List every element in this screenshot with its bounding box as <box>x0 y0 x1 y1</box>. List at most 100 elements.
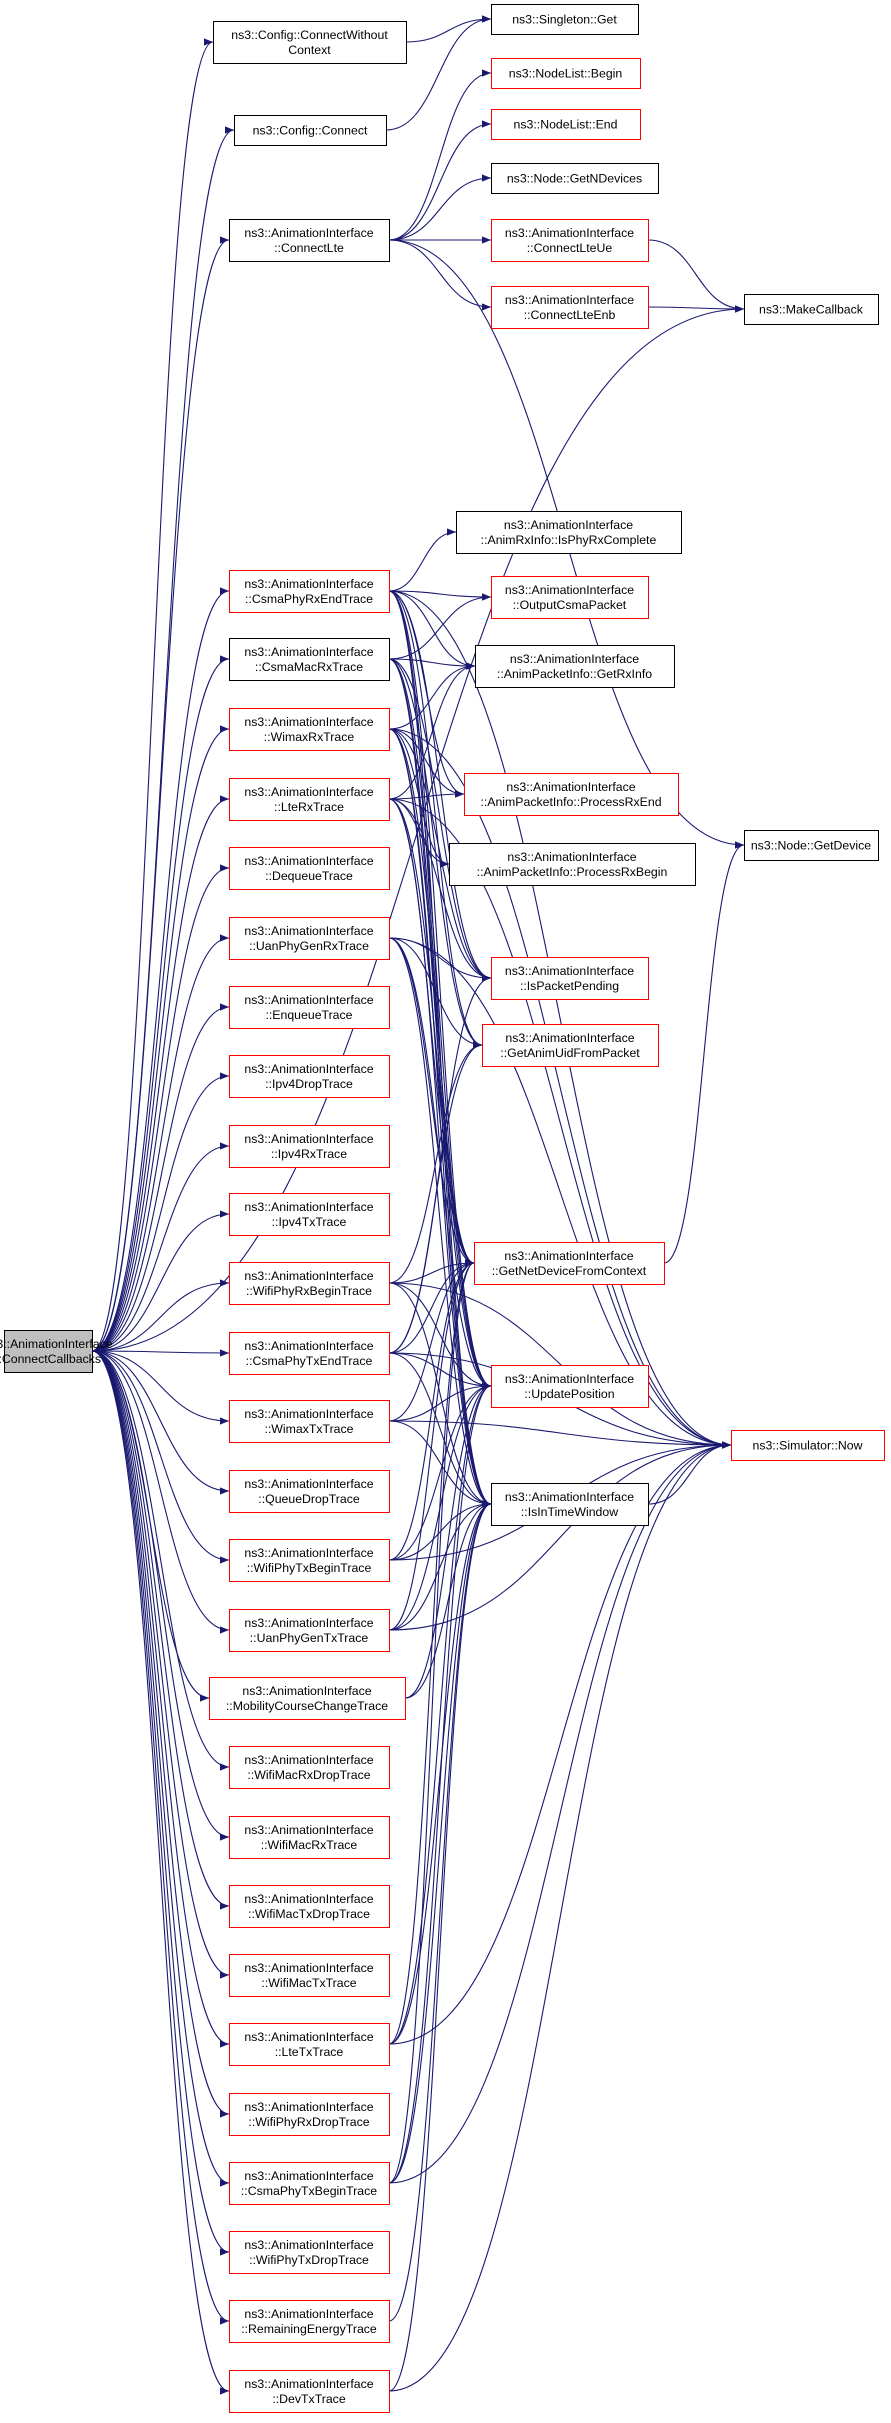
node-gauid[interactable]: ns3::AnimationInterface::GetAnimUidFromP… <box>482 1024 659 1067</box>
node-ipp[interactable]: ns3::AnimationInterface::IsPacketPending <box>491 957 649 1000</box>
node-label-line: ::LteRxTrace <box>274 800 344 814</box>
node-nlb[interactable]: ns3::NodeList::Begin <box>491 58 641 89</box>
node-box <box>491 286 649 329</box>
node-cptb[interactable]: ns3::AnimationInterface::CsmaPhyTxBeginT… <box>229 2162 390 2205</box>
node-wmr[interactable]: ns3::AnimationInterface::WifiMacRxTrace <box>229 1816 390 1859</box>
node-ip4r[interactable]: ns3::AnimationInterface::Ipv4RxTrace <box>229 1125 390 1168</box>
node-wmrd[interactable]: ns3::AnimationInterface::WifiMacRxDropTr… <box>229 1746 390 1789</box>
node-label-line: ::WifiPhyRxBeginTrace <box>246 1284 372 1298</box>
node-cpre[interactable]: ns3::AnimationInterface::CsmaPhyRxEndTra… <box>229 570 390 613</box>
call-edge-cc-to-dq <box>91 864 230 1352</box>
node-box <box>229 1055 390 1098</box>
call-edge-ret-to-iitw <box>388 1500 492 2322</box>
call-edge-gnd-to-ngd <box>663 841 745 1264</box>
node-label-line: ns3::NodeList::Begin <box>509 67 623 81</box>
call-edge-cfc-to-sget <box>385 15 492 131</box>
node-label-line: ns3::AnimationInterface <box>505 293 634 307</box>
node-wprb[interactable]: ns3::AnimationInterface::WifiPhyRxBeginT… <box>229 1262 390 1305</box>
node-prxe[interactable]: ns3::AnimationInterface::AnimPacketInfo:… <box>464 773 679 816</box>
node-label-line: ns3::Simulator::Now <box>752 1439 862 1453</box>
node-label-line: ns3::AnimationInterface <box>244 1062 373 1076</box>
node-ngn[interactable]: ns3::Node::GetNDevices <box>491 163 659 194</box>
node-cpte[interactable]: ns3::AnimationInterface::CsmaPhyTxEndTra… <box>229 1332 390 1375</box>
node-clte[interactable]: ns3::AnimationInterface::ConnectLte <box>229 219 390 262</box>
node-label-line: ns3::AnimationInterface <box>244 924 373 938</box>
call-edge-cc-to-wptb <box>91 1350 230 1564</box>
node-ltetx[interactable]: ns3::AnimationInterface::LteTxTrace <box>229 2023 390 2066</box>
node-wmt[interactable]: ns3::AnimationInterface::WifiMacTxTrace <box>229 1954 390 1997</box>
node-label-line: ::ConnectLte <box>274 241 344 255</box>
node-wptd[interactable]: ns3::AnimationInterface::WifiPhyTxDropTr… <box>229 2231 390 2274</box>
call-edge-wptb-to-gnd <box>388 1259 475 1561</box>
call-edge-cmrx-to-grx <box>388 658 476 670</box>
call-edge-cltu-to-mkcb <box>647 239 745 313</box>
node-ret[interactable]: ns3::AnimationInterface::RemainingEnergy… <box>229 2300 390 2343</box>
node-label-line: ::OutputCsmaPacket <box>513 598 627 612</box>
node-grx[interactable]: ns3::AnimationInterface::AnimPacketInfo:… <box>475 645 675 688</box>
node-label-line: ns3::AnimationInterface <box>244 715 373 729</box>
node-box <box>209 1677 406 1720</box>
node-cc[interactable]: ns3::AnimationInterface::ConnectCallback… <box>0 1330 113 1373</box>
node-wmtd[interactable]: ns3::AnimationInterface::WifiMacTxDropTr… <box>229 1885 390 1928</box>
node-label-line: ns3::AnimationInterface <box>244 2100 373 2114</box>
node-box <box>229 778 390 821</box>
node-box <box>229 917 390 960</box>
call-edge-cc-to-wmrx <box>91 725 230 1352</box>
call-edge-wmrx-to-grx <box>388 662 476 730</box>
call-edge-wprb-to-now <box>388 1282 732 1449</box>
node-uptx[interactable]: ns3::AnimationInterface::UanPhyGenTxTrac… <box>229 1609 390 1652</box>
node-prxb[interactable]: ns3::AnimationInterface::AnimPacketInfo:… <box>449 843 696 886</box>
node-mcc[interactable]: ns3::AnimationInterface::MobilityCourseC… <box>209 1677 406 1720</box>
node-label-line: ::UanPhyGenTxTrace <box>250 1631 369 1645</box>
call-edge-wmrx-to-now <box>388 728 732 1449</box>
node-label-line: ::LteTxTrace <box>275 2045 344 2059</box>
node-wmtx[interactable]: ns3::AnimationInterface::WimaxTxTrace <box>229 1400 390 1443</box>
call-edge-clte-to-clten <box>388 239 492 311</box>
node-ocsma[interactable]: ns3::AnimationInterface::OutputCsmaPacke… <box>491 576 649 619</box>
node-gnd[interactable]: ns3::AnimationInterface::GetNetDeviceFro… <box>474 1242 665 1285</box>
node-qd[interactable]: ns3::AnimationInterface::QueueDropTrace <box>229 1470 390 1513</box>
node-label-line: ns3::AnimationInterface <box>244 1200 373 1214</box>
call-edge-cpre-to-gnd <box>388 590 475 1267</box>
node-enq[interactable]: ns3::AnimationInterface::EnqueueTrace <box>229 986 390 1029</box>
call-edge-cc-to-dtx <box>91 1350 230 2395</box>
node-uprx[interactable]: ns3::AnimationInterface::UanPhyGenRxTrac… <box>229 917 390 960</box>
node-ngd[interactable]: ns3::Node::GetDevice <box>744 830 879 861</box>
call-edge-uprx-to-gauid <box>388 937 483 1049</box>
call-edge-uprx-to-now <box>388 937 732 1449</box>
node-label-line: ns3::AnimationInterface <box>505 1372 634 1386</box>
call-edge-cwc-to-sget <box>405 15 492 43</box>
node-mkcb[interactable]: ns3::MakeCallback <box>744 294 879 325</box>
node-label-line: ::CsmaPhyTxBeginTrace <box>241 2184 377 2198</box>
node-label-line: ::AnimPacketInfo::GetRxInfo <box>497 667 652 681</box>
node-cfc[interactable]: ns3::Config::Connect <box>234 115 387 146</box>
node-ispc[interactable]: ns3::AnimationInterface::AnimRxInfo::IsP… <box>456 511 682 554</box>
node-ip4t[interactable]: ns3::AnimationInterface::Ipv4TxTrace <box>229 1193 390 1236</box>
node-box <box>234 115 387 146</box>
node-now[interactable]: ns3::Simulator::Now <box>731 1430 885 1461</box>
node-wprd[interactable]: ns3::AnimationInterface::WifiPhyRxDropTr… <box>229 2093 390 2136</box>
node-label-line: ::UpdatePosition <box>524 1387 614 1401</box>
call-edge-cpte-to-ipp <box>388 974 492 1354</box>
node-upd[interactable]: ns3::AnimationInterface::UpdatePosition <box>491 1365 649 1408</box>
node-box <box>491 4 639 35</box>
node-ip4d[interactable]: ns3::AnimationInterface::Ipv4DropTrace <box>229 1055 390 1098</box>
node-lterx[interactable]: ns3::AnimationInterface::LteRxTrace <box>229 778 390 821</box>
node-sget[interactable]: ns3::Singleton::Get <box>491 4 639 35</box>
call-edge-mcc-to-upd <box>404 1382 492 1699</box>
node-wptb[interactable]: ns3::AnimationInterface::WifiPhyTxBeginT… <box>229 1539 390 1582</box>
node-label-line: ns3::AnimationInterface <box>505 1490 634 1504</box>
node-wmrx[interactable]: ns3::AnimationInterface::WimaxRxTrace <box>229 708 390 751</box>
node-box <box>491 58 641 89</box>
call-edge-cc-to-ip4t <box>91 1210 230 1352</box>
node-cmrx[interactable]: ns3::AnimationInterface::CsmaMacRxTrace <box>229 638 390 681</box>
node-dtx[interactable]: ns3::AnimationInterface::DevTxTrace <box>229 2370 390 2413</box>
node-cltu[interactable]: ns3::AnimationInterface::ConnectLteUe <box>491 219 649 262</box>
node-box <box>229 638 390 681</box>
node-iitw[interactable]: ns3::AnimationInterface::IsInTimeWindow <box>491 1483 649 1526</box>
node-nle[interactable]: ns3::NodeList::End <box>491 109 641 140</box>
node-dq[interactable]: ns3::AnimationInterface::DequeueTrace <box>229 847 390 890</box>
node-box <box>229 1746 390 1789</box>
node-clten[interactable]: ns3::AnimationInterface::ConnectLteEnb <box>491 286 649 329</box>
